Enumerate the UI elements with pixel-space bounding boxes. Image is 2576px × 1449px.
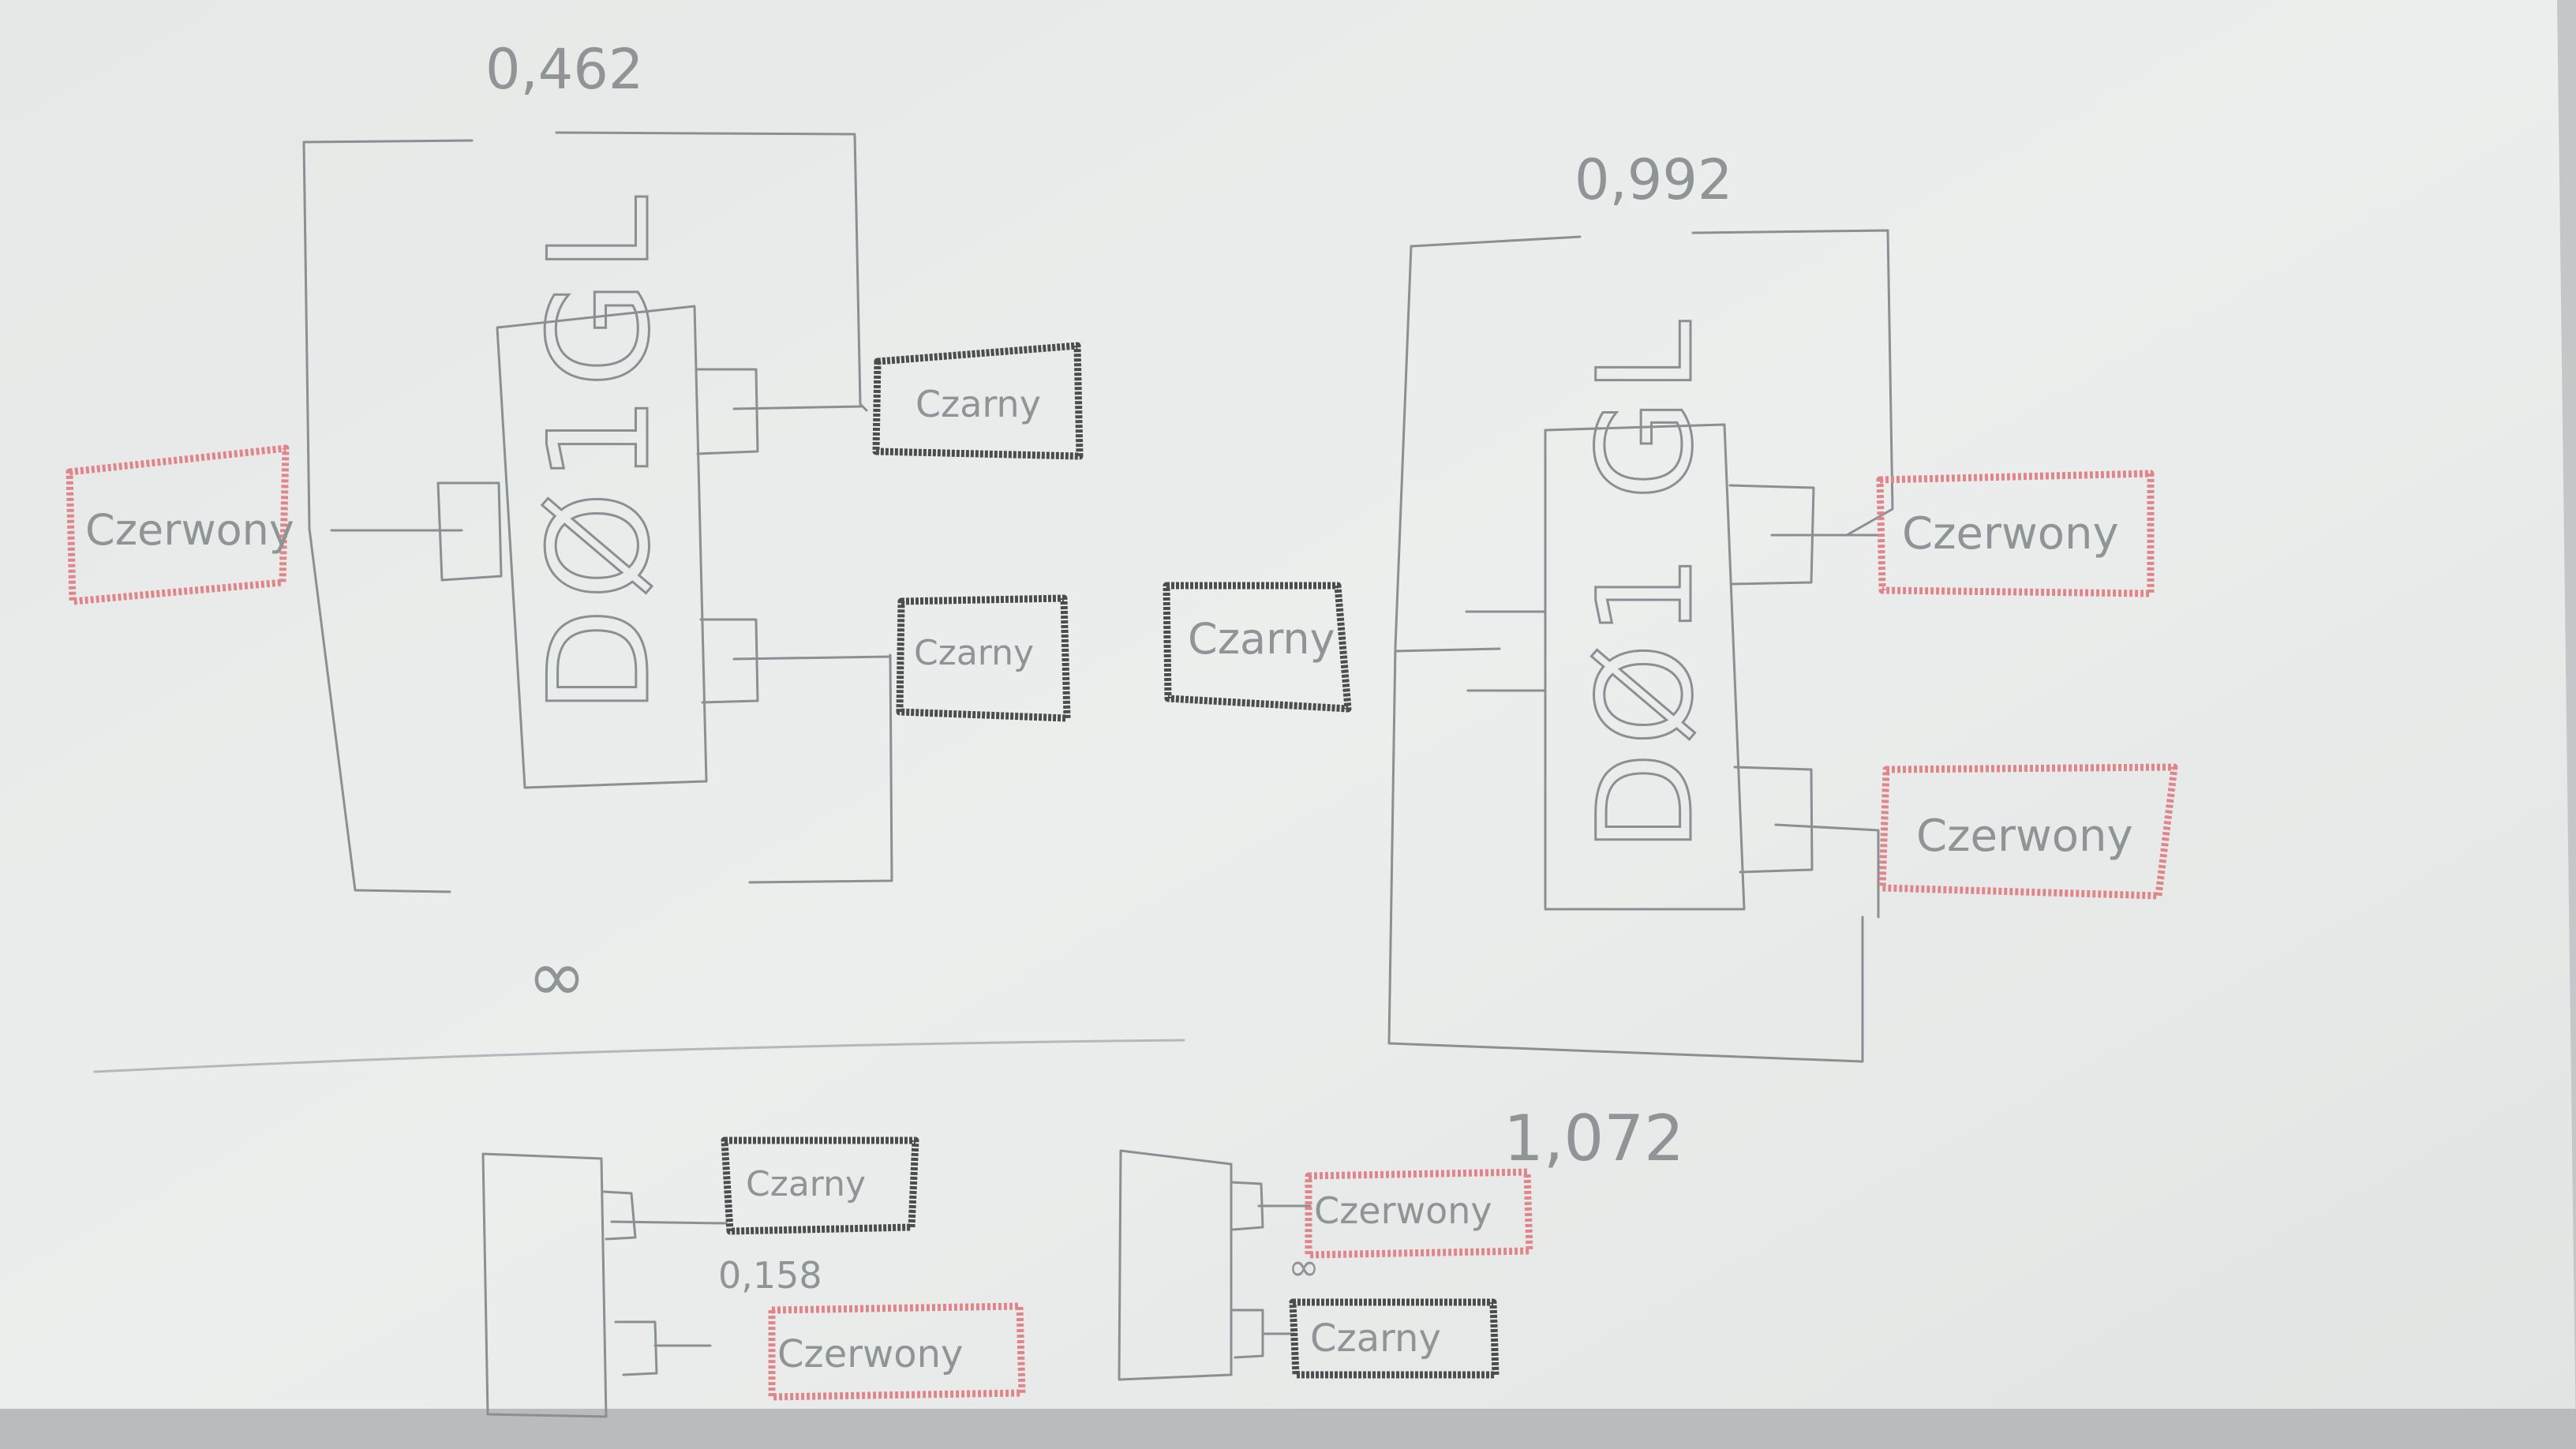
bottom-right-circuit xyxy=(1118,1149,1312,1381)
box-czerwony-top-left xyxy=(66,444,290,605)
label-czarny-bottom-right: Czarny xyxy=(1310,1316,1441,1361)
note-infinity-top-left: ∞ xyxy=(527,935,586,1018)
label-czerwony-top-left: Czerwony xyxy=(85,505,294,555)
top-right-chip-pin-left xyxy=(1465,610,1547,692)
chip-label-top-right: DØ1 GL xyxy=(1570,314,1721,852)
box-czarny-top-left-1 xyxy=(872,342,1084,460)
note-infinity-bottom-right: ∞ xyxy=(1288,1245,1320,1290)
top-left-chip xyxy=(496,305,708,789)
box-czerwony-bottom-left xyxy=(768,1302,1026,1401)
bottom-left-chip xyxy=(481,1152,608,1418)
box-czarny-bottom-right xyxy=(1289,1298,1500,1379)
top-right-chip-pin-right-bottom xyxy=(1733,766,1814,874)
bottom-right-chip xyxy=(1118,1149,1233,1381)
value-top-right: 0,992 xyxy=(1574,148,1732,212)
label-czarny-bottom-left: Czarny xyxy=(746,1164,866,1204)
top-left-outer-top xyxy=(302,131,868,412)
label-czerwony-bottom-right: Czerwony xyxy=(1314,1189,1492,1232)
value-top-left: 0,462 xyxy=(485,37,643,102)
top-left-wire-right-top xyxy=(732,405,863,410)
paper-shadow xyxy=(0,1409,2576,1449)
box-czarny-bottom-left xyxy=(721,1136,919,1235)
top-left-chip-pin-right-bottom xyxy=(699,618,759,704)
bottom-left-pin-bottom xyxy=(614,1320,658,1376)
label-czarny-top-left-2: Czarny xyxy=(914,633,1034,673)
top-right-outer-bottom xyxy=(1387,245,1864,1063)
label-czerwony-bottom-left: Czerwony xyxy=(777,1332,963,1376)
top-left-wire-right-bottom xyxy=(732,655,892,661)
top-right-chip xyxy=(1544,423,1746,911)
top-right-wire-right-bottom xyxy=(1774,823,1880,919)
label-czarny-top-left-1: Czarny xyxy=(915,383,1041,425)
value-bottom-right: 1,072 xyxy=(1503,1102,1684,1175)
bottom-left-circuit xyxy=(481,1152,728,1418)
box-czerwony-bottom-right xyxy=(1305,1168,1533,1259)
label-czarny-center: Czarny xyxy=(1188,614,1335,664)
label-czerwony-top-right-1: Czerwony xyxy=(1902,508,2119,560)
bottom-left-wire-top xyxy=(610,1220,728,1225)
label-czerwony-top-right-2: Czerwony xyxy=(1916,811,2133,862)
top-left-circuit xyxy=(302,131,893,893)
divider-line xyxy=(93,1039,1185,1073)
top-left-outer-bottom xyxy=(302,140,893,893)
bottom-left-pin-top xyxy=(602,1190,637,1241)
top-right-outer-top xyxy=(1410,229,1894,537)
top-left-chip-pin-right-top xyxy=(695,368,759,455)
top-left-chip-pin-left xyxy=(436,481,503,582)
value-bottom-left: 0,158 xyxy=(718,1254,822,1297)
top-right-circuit xyxy=(1387,229,1894,1063)
top-right-wire-left xyxy=(1394,647,1501,653)
box-czarny-center xyxy=(1163,582,1352,713)
chip-label-top-left: DØ1GL xyxy=(520,188,680,714)
